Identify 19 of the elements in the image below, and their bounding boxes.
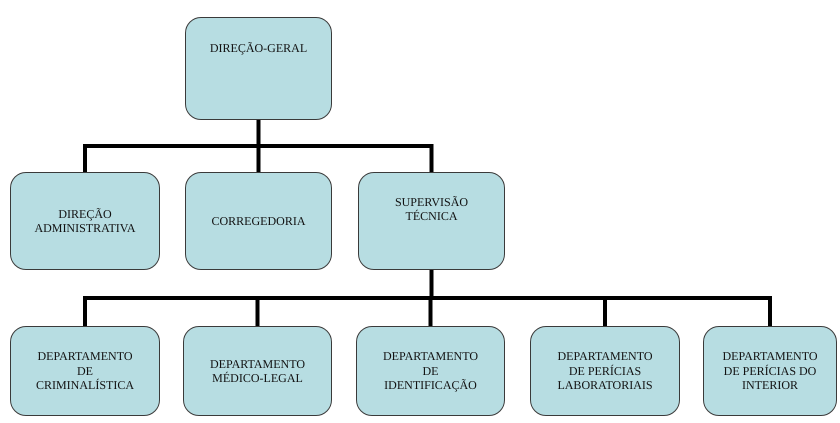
org-box (358, 172, 505, 270)
org-box (185, 172, 332, 270)
org-box (10, 326, 160, 416)
org-box (183, 326, 332, 416)
org-box (185, 17, 332, 120)
box-label: DEPARTAMENTO DE CRIMINALÍSTICA (35, 349, 135, 393)
org-box (703, 326, 837, 416)
box-label: DEPARTAMENTO DE PERÍCIAS DO INTERIOR (722, 349, 818, 393)
box-label: CORREGEDORIA (211, 214, 306, 228)
org-box (356, 326, 505, 416)
box-label: SUPERVISÃO TÉCNICA (394, 194, 470, 224)
box-label: DEPARTAMENTO MÉDICO-LEGAL (209, 356, 306, 386)
box-label: DEPARTAMENTO DE IDENTIFICAÇÃO (382, 349, 479, 393)
box-label: DEPARTAMENTO DE PERÍCIAS LABORATORIAIS (556, 349, 654, 393)
org-box (530, 326, 680, 416)
connector-line (256, 120, 434, 172)
box-label: DIREÇÃO-GERAL (210, 41, 308, 56)
box-label: DIREÇÃO ADMINISTRATIVA (33, 206, 137, 236)
org-box (10, 172, 160, 270)
